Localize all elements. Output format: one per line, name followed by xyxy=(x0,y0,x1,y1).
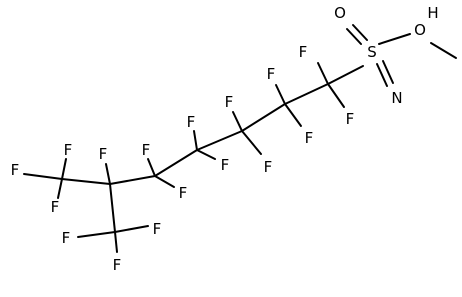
bond-c4-f-up xyxy=(193,130,198,151)
atom-label: F xyxy=(225,93,234,111)
bond-cf3-f-top xyxy=(61,158,67,180)
atom-label: F xyxy=(64,141,73,159)
atom-label: F xyxy=(179,184,188,202)
atom-label: F xyxy=(142,141,151,159)
atom-label: F xyxy=(153,220,162,238)
bond-n-methyl xyxy=(430,42,457,59)
bond-c2-cf3b xyxy=(109,183,116,233)
atom-label: F xyxy=(62,229,71,247)
bond-cf3-c2 xyxy=(61,178,111,185)
bond-cf3-f-left xyxy=(23,173,63,180)
bond-c6-c7 xyxy=(284,83,329,105)
atom-label: F xyxy=(267,65,276,83)
bond-c4-f-down xyxy=(196,149,216,160)
atom-label: F xyxy=(264,158,273,176)
bond-c7-f-up xyxy=(317,62,329,85)
bond-c5-f-down xyxy=(241,130,262,155)
bond-s-o-top-b xyxy=(346,28,362,45)
bond-c5-f-up xyxy=(232,111,243,132)
bond-c4-c5 xyxy=(196,130,243,151)
bond-c2-f xyxy=(105,163,111,185)
atom-label: F xyxy=(299,43,308,61)
atom-label: F xyxy=(11,161,20,179)
bond-s-o-bottom-a xyxy=(376,63,388,87)
atom-label: F xyxy=(305,129,314,147)
bond-cf3-f-bottom xyxy=(57,178,63,199)
bond-c6-f-up xyxy=(275,84,286,105)
atom-label: F xyxy=(99,145,108,163)
bond-c6-f-down xyxy=(284,103,302,127)
atom-label: F xyxy=(346,110,355,128)
bond-s-n xyxy=(378,33,411,45)
bond-cf3b-f-left xyxy=(77,231,116,238)
atom-label: F xyxy=(221,156,230,174)
bond-c3-f-down xyxy=(154,175,175,188)
atom-label: S xyxy=(367,43,377,61)
bond-s-o-top-a xyxy=(352,24,368,41)
atom-label: F xyxy=(113,256,122,274)
bond-cf3b-f-bottom xyxy=(114,231,118,253)
atom-label: F xyxy=(187,113,196,131)
bond-c2-c3 xyxy=(109,175,156,185)
bond-c7-f-down xyxy=(327,83,345,108)
bond-layer xyxy=(23,24,457,253)
atom-label: F xyxy=(51,198,60,216)
bond-s-o-bottom-b xyxy=(382,60,394,84)
atom-label: O xyxy=(414,21,426,39)
atom-labels: F F F F F F F F F F F F F F F F F O N S … xyxy=(11,4,439,274)
bond-c3-c4 xyxy=(154,149,198,177)
atom-label: N xyxy=(391,89,402,107)
atom-label: O xyxy=(334,4,346,22)
bond-c7-s xyxy=(327,65,364,85)
atom-label: H xyxy=(427,4,438,22)
bond-c5-c6 xyxy=(241,103,286,132)
bond-cf3b-f-right xyxy=(114,225,149,233)
bond-c3-f-up xyxy=(147,158,156,177)
